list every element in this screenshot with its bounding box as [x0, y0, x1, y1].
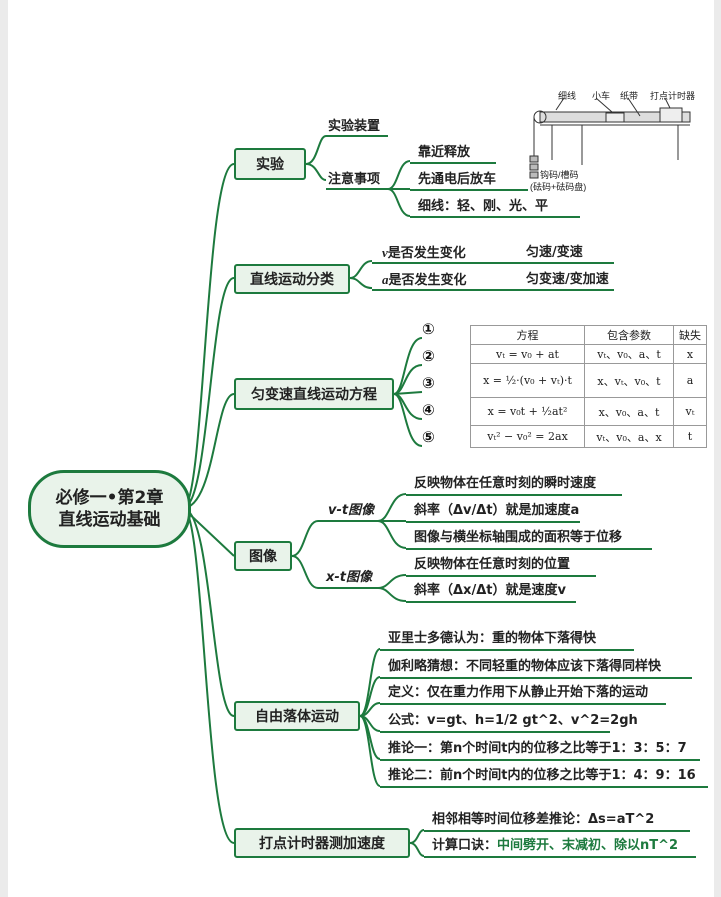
root-title-line1: 必修一•第2章: [55, 488, 164, 508]
vt-graph-label: v-t图像: [328, 503, 375, 518]
classification-result-1: 匀速/变速: [526, 245, 583, 260]
apparatus-figure: [529, 97, 691, 179]
xt-item-1: 反映物体在任意时刻的位置: [414, 557, 571, 572]
params-cell: vₜ、v₀、a、t: [584, 344, 674, 364]
xt-item-2: 斜率（Δx/Δt）就是速度v: [414, 583, 566, 598]
figure-label-timer: 打点计时器: [650, 91, 696, 101]
branch-equations: 匀变速直线运动方程: [234, 378, 394, 410]
figure-label-car: 小车: [592, 91, 611, 101]
vt-item-1: 反映物体在任意时刻的瞬时速度: [414, 476, 597, 491]
equation-number-4: ④: [422, 401, 435, 419]
root-node: 必修一•第2章 直线运动基础: [28, 470, 191, 548]
header-missing: 缺失: [673, 325, 707, 345]
figure-label-tape: 纸带: [620, 91, 639, 101]
experiment-notes: 注意事项: [328, 172, 381, 187]
timer-item-1: 相邻相等时间位移差推论：Δs=aT^2: [432, 812, 655, 827]
header-equation: 方程: [470, 325, 585, 345]
table-header-row: 方程 包含参数 缺失: [470, 325, 707, 345]
freefall-item-1: 亚里士多德认为：重的物体下落得快: [388, 631, 597, 646]
equation-number-1: ①: [422, 320, 435, 338]
table-row: vₜ = v₀ + at vₜ、v₀、a、t x: [470, 344, 707, 364]
classification-row-2: a是否发生变化: [382, 272, 467, 288]
experiment-device: 实验装置: [328, 119, 381, 134]
vt-item-3: 图像与横坐标轴围成的面积等于位移: [414, 530, 623, 545]
experiment-item-2: 先通电后放车: [418, 172, 497, 187]
timer-item-2: 计算口诀：中间劈开、末减初、除以nT^2: [432, 838, 679, 853]
vt-item-2: 斜率（Δv/Δt）就是加速度a: [414, 503, 580, 518]
figure-label-string: 细线: [558, 91, 577, 101]
page: 细线 小车 纸带 打点计时器 钩码/槽码 (砝码+砝码盘) 必修一•第2章 直线…: [8, 0, 714, 897]
params-cell: vₜ、v₀、a、x: [584, 425, 674, 448]
equation-number-3: ③: [422, 374, 435, 392]
figure-label-weight: 钩码/槽码: [540, 170, 579, 180]
equation-number-5: ⑤: [422, 428, 435, 446]
equation-cell: vₜ = v₀ + at: [470, 344, 585, 364]
freefall-item-6: 推论二：前n个时间t内的位移之比等于1：4：9：16: [388, 768, 696, 783]
table-row: x = ½·(v₀ + vₜ)·t x、vₜ、v₀、t a: [470, 363, 707, 398]
classification-result-2: 匀变速/变加速: [526, 272, 609, 287]
freefall-item-5: 推论一：第n个时间t内的位移之比等于1：3：5：7: [388, 741, 687, 756]
missing-cell: vₜ: [673, 397, 707, 426]
table-row: vₜ² − v₀² = 2ax vₜ、v₀、a、x t: [470, 425, 707, 448]
missing-cell: x: [673, 344, 707, 364]
figure-label-weight-note: (砝码+砝码盘): [530, 182, 587, 192]
header-params: 包含参数: [584, 325, 674, 345]
experiment-item-3: 细线：轻、刚、光、平: [418, 199, 549, 214]
branch-experiment: 实验: [234, 148, 306, 180]
branch-graphs: 图像: [234, 541, 292, 571]
equation-cell: vₜ² − v₀² = 2ax: [470, 425, 585, 448]
missing-cell: t: [673, 425, 707, 448]
mind-map-connectors: [182, 97, 708, 858]
params-cell: x、v₀、a、t: [584, 397, 674, 426]
params-cell: x、vₜ、v₀、t: [584, 363, 674, 398]
equation-number-2: ②: [422, 347, 435, 365]
missing-cell: a: [673, 363, 707, 398]
classification-row-1: v是否发生变化: [382, 245, 466, 261]
equations-table: 方程 包含参数 缺失 vₜ = v₀ + at vₜ、v₀、a、t x x = …: [470, 325, 707, 448]
experiment-item-1: 靠近释放: [418, 145, 471, 160]
freefall-item-4: 公式：v=gt、h=1/2 gt^2、v^2=2gh: [388, 713, 638, 728]
xt-graph-label: x-t图像: [326, 570, 372, 585]
freefall-item-3: 定义：仅在重力作用下从静止开始下落的运动: [388, 685, 649, 700]
equation-cell: x = ½·(v₀ + vₜ)·t: [470, 363, 585, 398]
equation-cell: x = v₀t + ½at²: [470, 397, 585, 426]
branch-classification: 直线运动分类: [234, 264, 350, 294]
freefall-item-2: 伽利略猜想：不同轻重的物体应该下落得同样快: [388, 659, 662, 674]
branch-freefall: 自由落体运动: [234, 701, 360, 731]
root-title-line2: 直线运动基础: [58, 510, 161, 530]
table-row: x = v₀t + ½at² x、v₀、a、t vₜ: [470, 397, 707, 426]
timer-mnemonic: 中间劈开、末减初、除以nT^2: [497, 838, 679, 853]
branch-timer: 打点计时器测加速度: [234, 828, 410, 858]
